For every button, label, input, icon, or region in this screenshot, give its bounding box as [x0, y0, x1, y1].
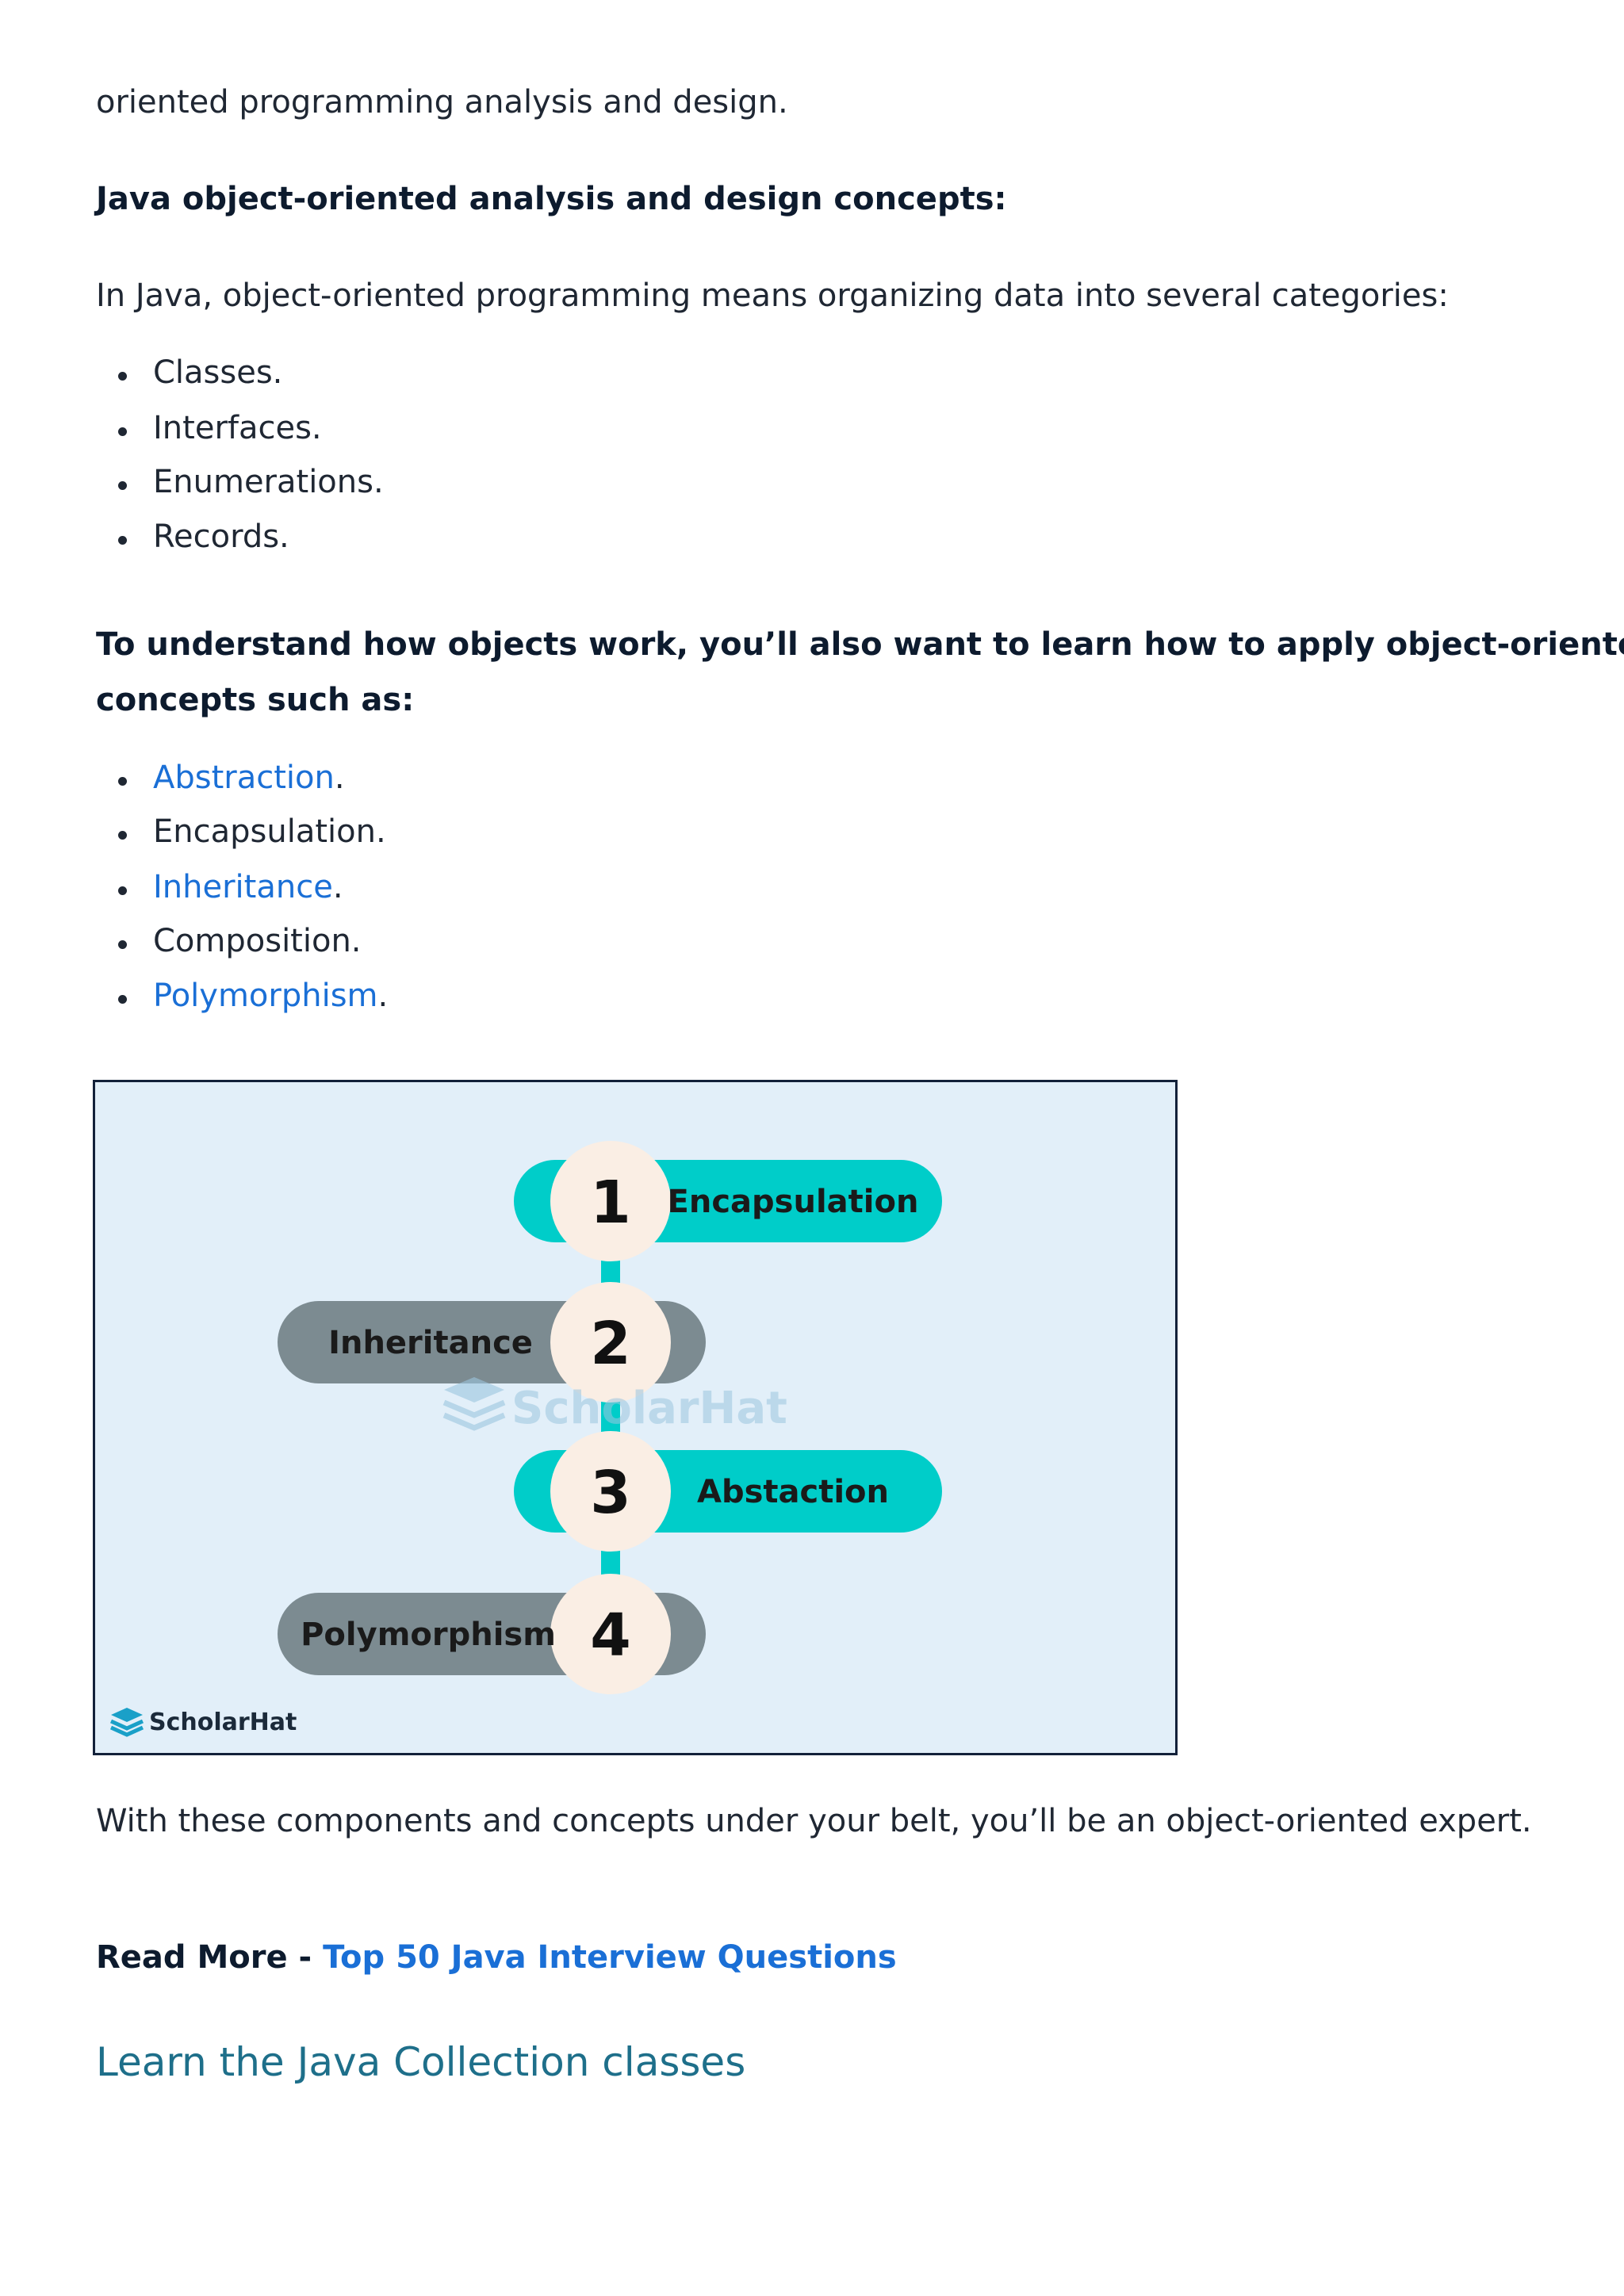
step-2-number: 2	[590, 1310, 631, 1378]
bullet	[118, 427, 127, 436]
brand-name: ScholarHat	[149, 1709, 297, 1736]
step-4-label: Polymorphism	[301, 1617, 556, 1653]
step-3-number: 3	[590, 1459, 631, 1527]
read-more-link[interactable]: Top 50 Java Interview Questions	[323, 1939, 897, 1976]
bullet	[118, 995, 127, 1004]
step-1-number: 1	[590, 1169, 631, 1237]
bullet	[118, 372, 127, 381]
concepts-subheading: Java object-oriented analysis and design…	[96, 181, 1007, 217]
concepts-heading-line1: To understand how objects work, you’ll a…	[96, 626, 1624, 663]
bullet	[118, 831, 127, 840]
read-more-line: Read More - Top 50 Java Interview Questi…	[96, 1939, 897, 1976]
step-2-label: Inheritance	[328, 1325, 533, 1361]
oop-concepts-diagram: 1 Encapsulation 2 Inheritance ScholarHat…	[109, 1141, 942, 1737]
abstraction-link[interactable]: Abstraction	[153, 760, 335, 796]
inheritance-link[interactable]: Inheritance	[153, 869, 333, 905]
next-section-heading: Learn the Java Collection classes	[96, 2039, 746, 2085]
watermark-text: ScholarHat	[511, 1383, 787, 1434]
bullet	[118, 940, 127, 949]
watermark-logo-icon	[444, 1377, 504, 1402]
polymorphism-link[interactable]: Polymorphism	[153, 978, 378, 1014]
bullet	[118, 886, 127, 895]
intro-tail-text: oriented programming analysis and design…	[96, 84, 788, 121]
step-1-label: Encapsulation	[668, 1184, 919, 1220]
categories-intro-text: In Java, object-oriented programming mea…	[96, 277, 1449, 314]
step-1-circle	[550, 1141, 671, 1261]
bullet	[118, 777, 127, 786]
oop-concepts-figure: 1 Encapsulation 2 Inheritance ScholarHat…	[93, 1080, 1178, 1755]
watermark	[442, 1377, 506, 1431]
bullet	[118, 481, 127, 490]
concepts-heading-line2: concepts such as:	[96, 682, 415, 718]
step-4-circle	[550, 1574, 671, 1694]
step-3-label: Abstaction	[697, 1474, 889, 1510]
step-4-number: 4	[590, 1601, 631, 1670]
closing-text: With these components and concepts under…	[96, 1803, 1532, 1839]
step-3-circle	[550, 1431, 671, 1552]
step-2-circle	[550, 1282, 671, 1402]
scholarhat-logo-icon	[109, 1708, 144, 1737]
bullet	[118, 536, 127, 545]
